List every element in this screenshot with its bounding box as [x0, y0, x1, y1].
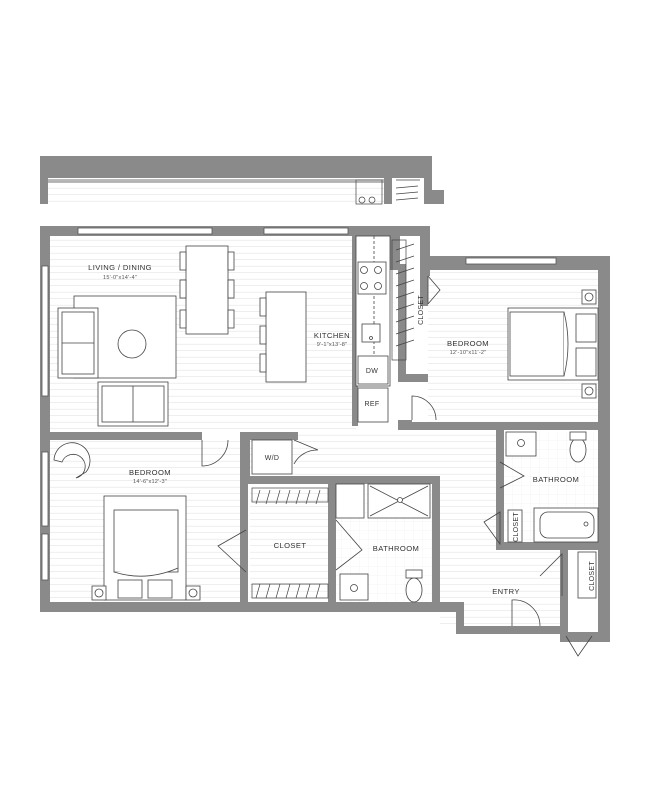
walk-in-closet-label: CLOSET	[274, 541, 307, 550]
walls	[40, 226, 610, 642]
bathroom-1-label: BATHROOM	[533, 475, 580, 484]
bedroom-1-dims: 12'-10"x11'-2"	[450, 350, 487, 356]
kitchen-pantry-shelves	[391, 239, 415, 361]
doors	[201, 275, 593, 657]
kitchen-dims: 9'-1"x13'-8"	[317, 342, 348, 348]
entry-closet-label: CLOSET	[589, 561, 596, 591]
windows	[41, 227, 557, 581]
balcony-walls	[40, 156, 444, 204]
washer-dryer-label: W/D	[265, 455, 280, 462]
kitchen-island	[259, 291, 307, 383]
walk-in-closet-shelving	[251, 487, 329, 599]
bathroom-2-fixtures	[335, 483, 431, 603]
bedroom-1-closet-label: CLOSET	[418, 295, 425, 325]
living-dining-dims: 15'-0"x14'-4"	[103, 275, 137, 281]
bedroom-2-furniture	[53, 442, 201, 601]
refrigerator-label: REF	[365, 401, 380, 408]
bedroom-2-label: BEDROOM	[129, 468, 171, 477]
bedroom-1-bed	[507, 289, 599, 399]
entry-closet	[577, 551, 597, 599]
living-furniture	[57, 295, 177, 427]
kitchen-label: KITCHEN	[314, 331, 350, 340]
bathroom-1-fixtures	[505, 431, 599, 543]
bathroom-2-label: BATHROOM	[373, 544, 420, 553]
entry-label: ENTRY	[492, 587, 520, 596]
kitchen-counters	[355, 235, 391, 423]
bath-closet-label: CLOSET	[513, 512, 520, 542]
washer-dryer-unit	[251, 439, 293, 475]
balcony-details	[48, 179, 420, 205]
bedroom-2-dims: 14'-6"x12'-3"	[133, 479, 167, 485]
dining-table	[179, 245, 235, 335]
dishwasher-label: DW	[366, 368, 378, 375]
living-dining-label: LIVING / DINING	[88, 263, 152, 272]
bedroom-1-label: BEDROOM	[447, 339, 489, 348]
